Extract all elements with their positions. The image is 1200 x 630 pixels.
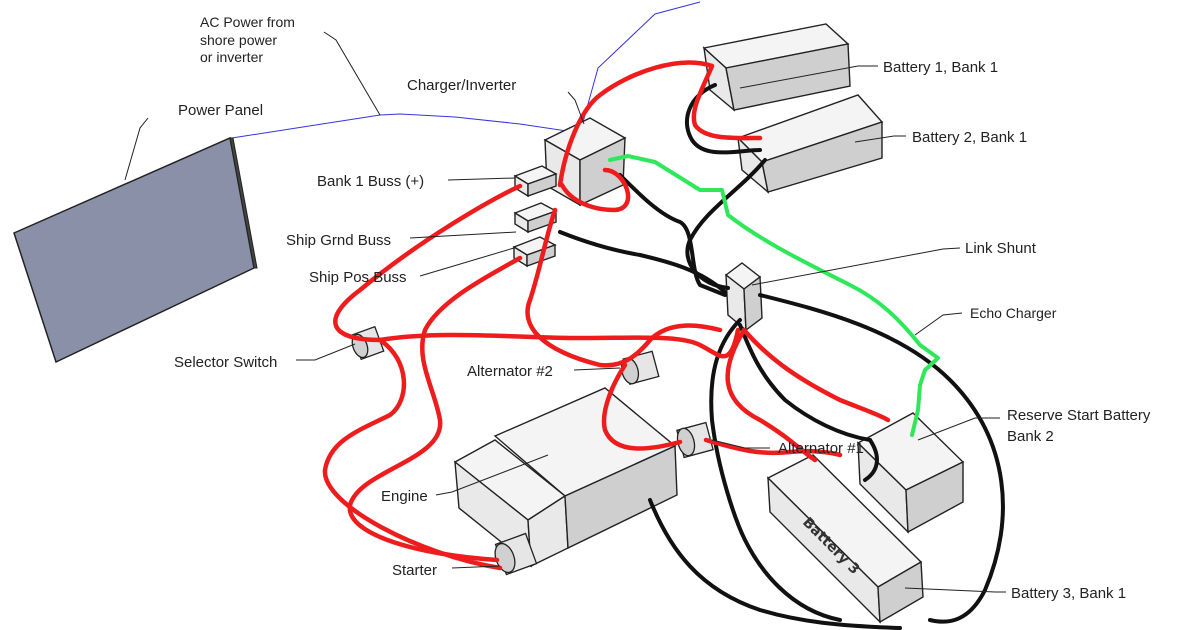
bank1-buss-label: Bank 1 Buss (+): [317, 173, 424, 190]
ship-pos-buss-block: [512, 236, 557, 268]
selector-switch-label: Selector Switch: [174, 354, 277, 371]
leader-lines: [124, 31, 1006, 593]
ship-grnd-buss-label: Ship Grnd Buss: [286, 232, 391, 249]
selector-switch-cylinder: [351, 325, 385, 361]
charger-inverter-box: [543, 117, 627, 207]
link-shunt-label: Link Shunt: [965, 240, 1037, 257]
battery-3-label: Battery 3, Bank 1: [1011, 585, 1126, 602]
reserve-start-label-line2: Bank 2: [1007, 428, 1054, 445]
ac-power-line: [231, 1, 701, 139]
power-panel: [13, 136, 258, 364]
charger-inverter-label: Charger/Inverter: [407, 77, 516, 94]
alternator-1-label: Alternator #1: [778, 440, 864, 457]
alternator-2-label: Alternator #2: [467, 363, 553, 380]
battery-1-label: Battery 1, Bank 1: [883, 59, 998, 76]
echo-charger-wire: [608, 154, 940, 437]
engine-label: Engine: [381, 488, 428, 505]
engine-block: [453, 387, 678, 568]
echo-charger-label: Echo Charger: [970, 305, 1057, 321]
battery-2-box: [736, 94, 884, 194]
bank1-buss-block: [513, 165, 558, 198]
positive-wires: [322, 60, 891, 571]
ac-power-label-line1: AC Power from: [200, 14, 295, 30]
reserve-start-battery-box: [856, 412, 965, 534]
link-shunt-block: [724, 262, 763, 332]
battery-2-label: Battery 2, Bank 1: [912, 129, 1027, 146]
power-panel-label: Power Panel: [178, 102, 263, 119]
starter-label: Starter: [392, 562, 437, 579]
reserve-start-label-line1: Reserve Start Battery: [1007, 407, 1151, 424]
battery-1-box: [702, 23, 851, 112]
battery-3-box: Battery 3: [766, 454, 924, 624]
ship-pos-buss-label: Ship Pos Buss: [309, 269, 407, 286]
ac-power-label-line3: or inverter: [200, 49, 263, 65]
ac-power-label-line2: shore power: [200, 32, 277, 48]
